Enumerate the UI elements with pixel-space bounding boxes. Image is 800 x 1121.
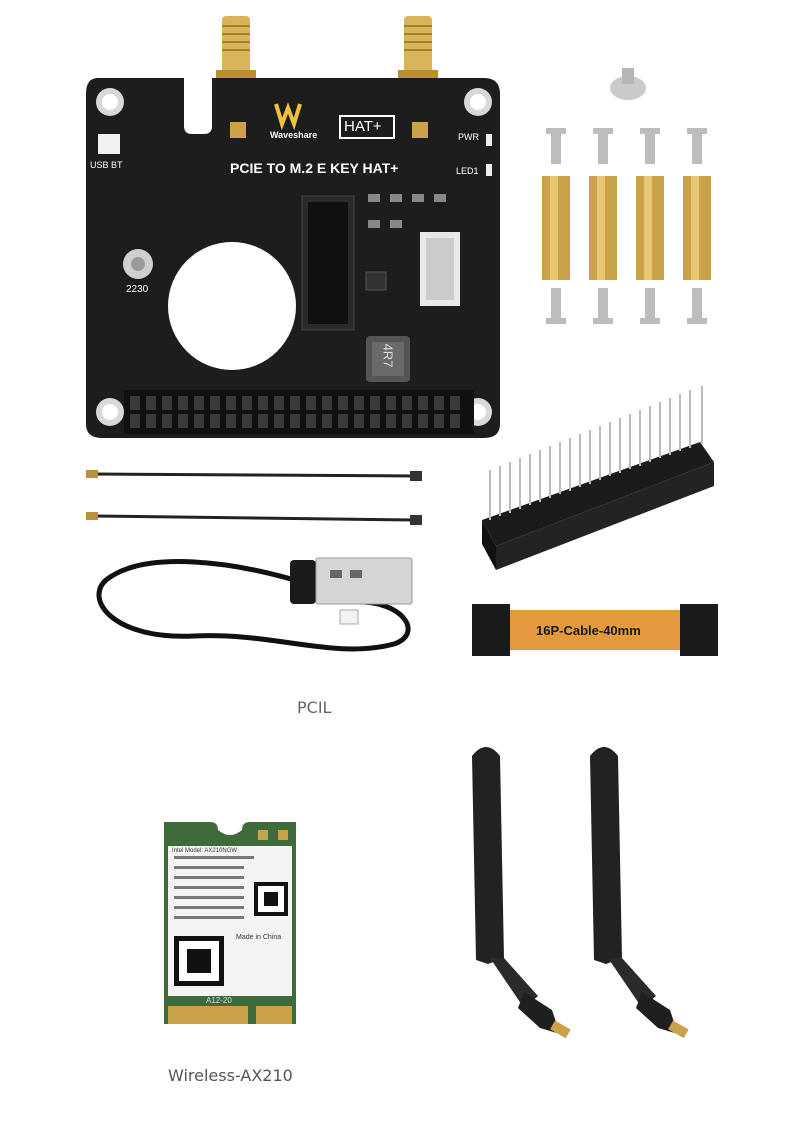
waveshare-logo-icon [274, 102, 302, 131]
qr-code-icon [174, 936, 224, 986]
brass-standoffs [542, 176, 711, 280]
usb-cable [84, 540, 434, 670]
wireless-caption: Wireless-AX210 [168, 1066, 293, 1085]
qr-code-icon [254, 882, 288, 916]
size-label: 2230 [126, 284, 149, 295]
fan-hole [168, 242, 296, 370]
wifi-card: Intel Model: AX210NGW Made in China A12-… [158, 818, 302, 1028]
pwr-label: PWR [458, 132, 479, 142]
thumb-screw [610, 68, 646, 100]
pcie-caption: PCIL [297, 698, 332, 717]
top-screws [546, 128, 707, 164]
hat-badge: HAT+ [344, 118, 382, 135]
ffc-label: 16P-Cable-40mm [536, 623, 641, 638]
wifi-key-label: A12-20 [206, 996, 232, 1005]
usb-bt-label: USB BT [90, 160, 123, 170]
hat-board: Waveshare HAT+ PCIE TO M.2 E KEY HAT+ US… [80, 14, 510, 444]
board-logo-text: Waveshare [270, 130, 318, 140]
hardware-kit [530, 60, 730, 340]
ffc-cable: 16P-Cable-40mm [472, 604, 718, 656]
wifi-label-line2: Made in China [236, 934, 282, 941]
inductor-label: 4R7 [380, 343, 396, 368]
stacking-pin-header [470, 380, 720, 580]
antenna-left [460, 738, 590, 1038]
wifi-label-line1: Intel Model: AX210NGW [172, 848, 238, 854]
bottom-screws [546, 288, 707, 324]
ipex-cables [80, 462, 430, 532]
led1-label: LED1 [456, 166, 479, 176]
board-title: PCIE TO M.2 E KEY HAT+ [230, 160, 399, 176]
antenna-right [578, 738, 708, 1038]
